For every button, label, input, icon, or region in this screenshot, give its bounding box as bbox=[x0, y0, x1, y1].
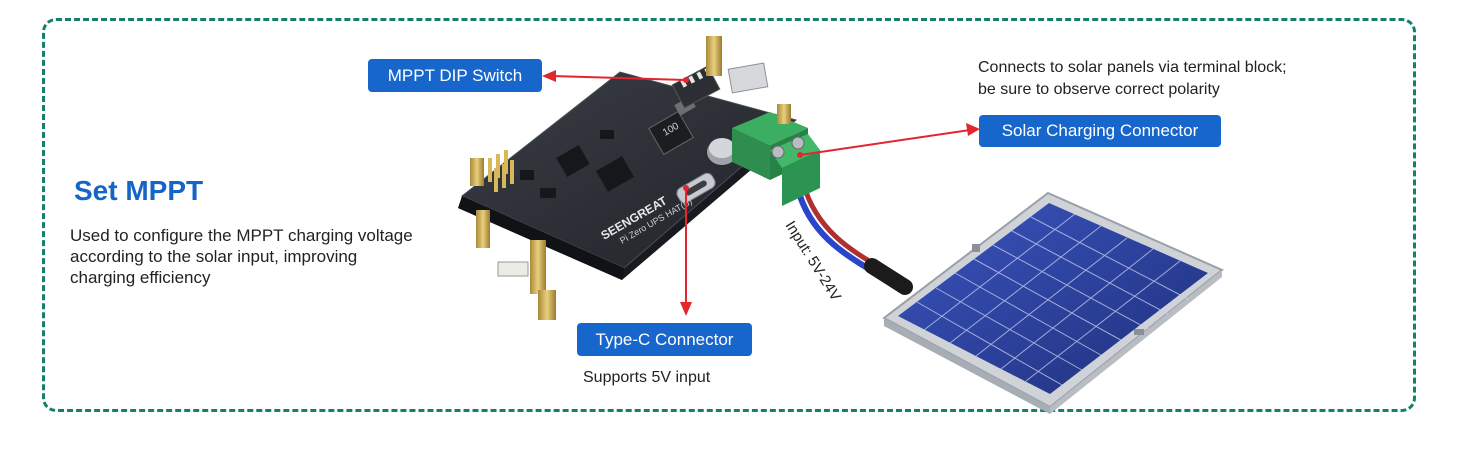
section-title: Set MPPT bbox=[74, 175, 204, 206]
callout-arrows bbox=[542, 70, 980, 316]
solar-cable bbox=[797, 189, 913, 295]
solar-connector-label: Solar Charging Connector bbox=[979, 115, 1221, 147]
arrow-solar bbox=[799, 129, 971, 156]
typec-connector-label: Type-C Connector bbox=[577, 323, 752, 356]
typec-note: Supports 5V input bbox=[583, 369, 711, 386]
arrow-dip-switch bbox=[551, 75, 687, 81]
solar-note-line-1: Connects to solar panels via terminal bl… bbox=[978, 59, 1287, 76]
section-frame bbox=[42, 18, 1416, 412]
arrowhead-dip-switch bbox=[542, 70, 556, 82]
ups-hat-board-image: 100 bbox=[458, 36, 820, 320]
section-description: Used to configure the MPPT charging volt… bbox=[70, 226, 413, 287]
arrowhead-typec bbox=[680, 302, 692, 316]
solar-panel-image bbox=[882, 191, 1224, 414]
arrowhead-solar bbox=[966, 123, 980, 136]
solar-connector-note: Connects to solar panels via terminal bl… bbox=[978, 57, 1287, 101]
dip-switch-label: MPPT DIP Switch bbox=[368, 59, 542, 92]
solar-note-line-2: be sure to observe correct polarity bbox=[978, 81, 1220, 98]
